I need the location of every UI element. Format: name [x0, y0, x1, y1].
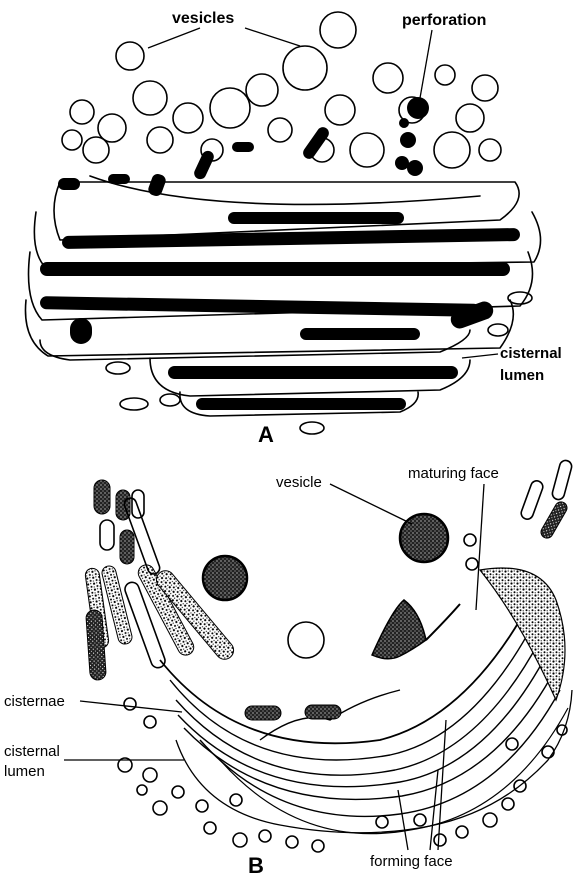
panel-a-cisternae — [25, 176, 540, 434]
panel-b-forming-face-label-group: forming face — [370, 720, 453, 870]
label-perforation: perforation — [402, 12, 486, 29]
panel-a-vesicles-label-group: vesicles — [148, 10, 300, 48]
panel-a-letter: A — [258, 422, 274, 447]
label-lumen-b-line2: lumen — [4, 763, 45, 780]
label-vesicle: vesicle — [276, 474, 322, 491]
panel-a-golgi-stack — [25, 12, 540, 434]
label-maturing-face: maturing face — [408, 465, 499, 482]
perforation-leader-line — [420, 30, 432, 98]
vesicle-leader-line — [330, 484, 412, 524]
label-cisternal-a-line1: cisternal — [500, 345, 562, 362]
label-forming-face: forming face — [370, 853, 453, 870]
vesicles-leader-lines — [148, 28, 300, 48]
label-cisternal-b-line1: cisternal — [4, 743, 60, 760]
panel-b-letter: B — [248, 853, 264, 877]
panel-b-cisternae-label-group: cisternae — [4, 693, 182, 712]
cisternal-lumen-a-leader — [462, 354, 498, 358]
panel-b-vesicles — [203, 514, 478, 658]
panel-a-cisternal-lumen-label-group: cisternal lumen — [462, 345, 562, 384]
panel-b-vesicle-label-group: vesicle — [276, 474, 412, 524]
panel-b-golgi-stack — [85, 459, 573, 852]
label-cisternae: cisternae — [4, 693, 65, 710]
label-lumen-a-line2: lumen — [500, 367, 544, 384]
label-vesicles: vesicles — [172, 10, 234, 27]
maturing-face-leader-line — [476, 484, 484, 610]
